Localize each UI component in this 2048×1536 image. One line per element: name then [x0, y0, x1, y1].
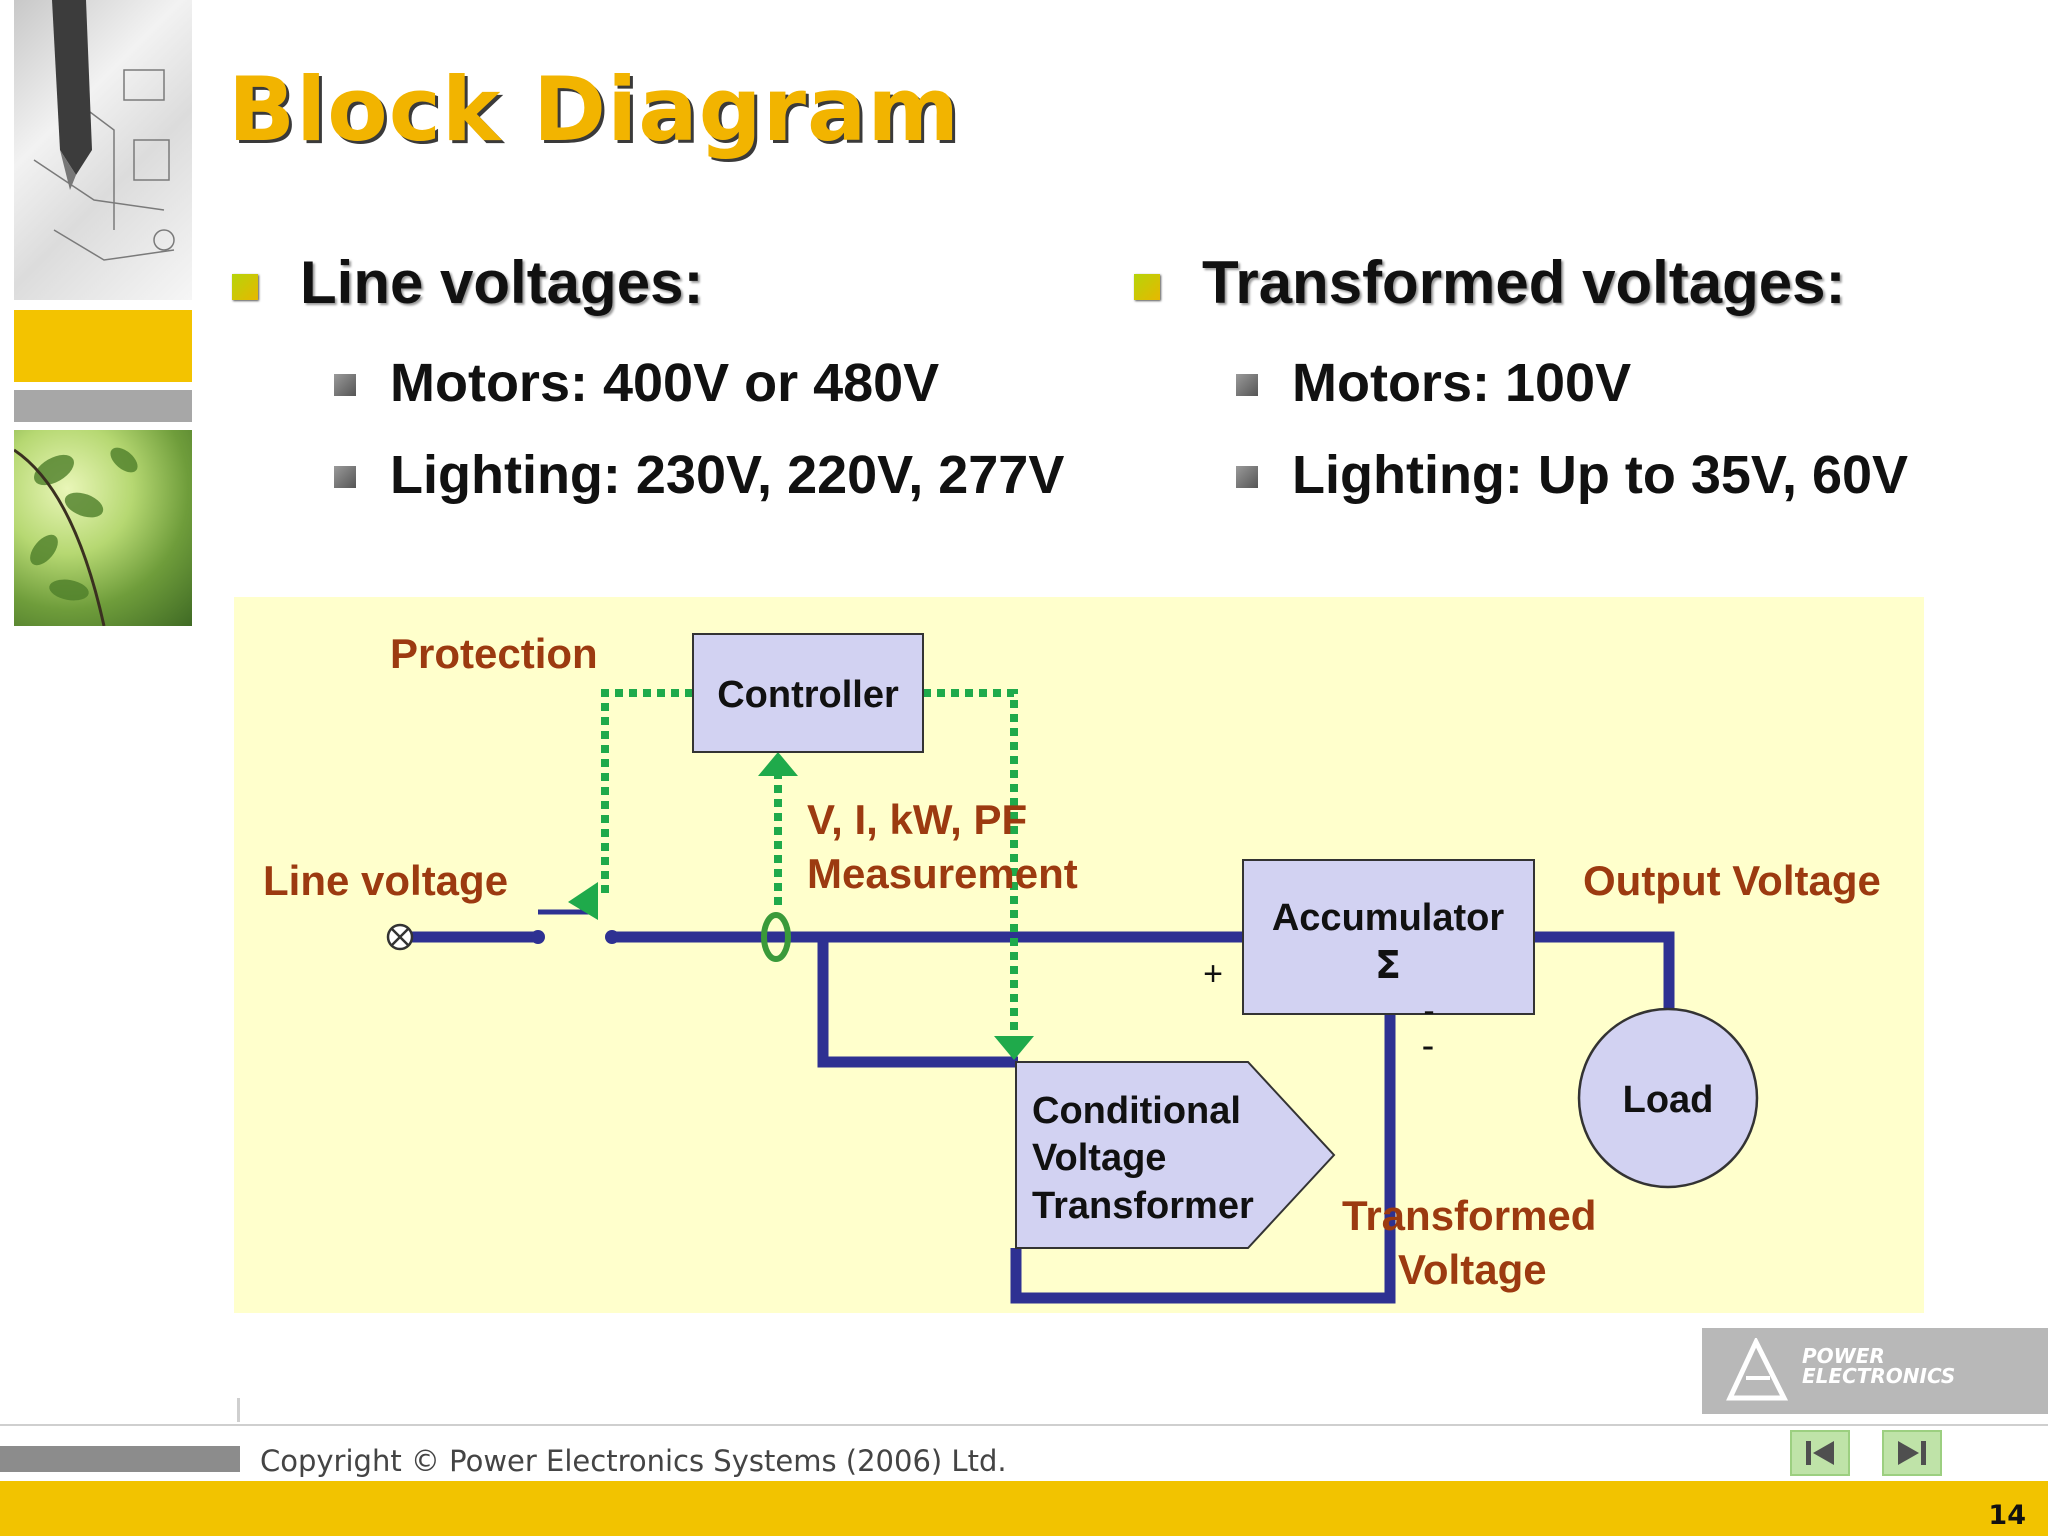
- cvt-label-line3: Transformer: [1032, 1185, 1254, 1227]
- plus-sign: +: [1203, 955, 1223, 993]
- control-signal: [923, 689, 1018, 1036]
- protection-signal: [601, 689, 693, 897]
- transformed-lighting-item: Lighting: Up to 35V, 60V: [1292, 445, 1909, 505]
- line-lighting-item: Lighting: 230V, 220V, 277V: [390, 445, 1065, 505]
- accumulator-block: [1242, 859, 1535, 1015]
- power-wires: [402, 931, 1675, 1304]
- blueprint-drawing: [33, 0, 175, 261]
- load-block: [1577, 1007, 1759, 1189]
- sub-bullet-icon: [1236, 374, 1258, 396]
- bullet-icon: [232, 274, 258, 300]
- skip-last-icon: [1898, 1441, 1926, 1465]
- footer-gray-bar: [0, 1446, 240, 1472]
- transformed-voltage-label-line2: Voltage: [1398, 1246, 1547, 1293]
- output-wire: [1533, 931, 1675, 1012]
- protection-switch: [531, 909, 619, 944]
- first-slide-button[interactable]: [1790, 1430, 1850, 1476]
- sidebar-gray-bar: [14, 390, 192, 422]
- leaves-drawing: [14, 447, 138, 626]
- last-slide-button[interactable]: [1882, 1430, 1942, 1476]
- logo-line1: POWER: [1802, 1344, 1885, 1368]
- controller-label: Controller: [717, 674, 899, 716]
- skip-first-icon: [1806, 1441, 1834, 1465]
- current-sensor-icon: [761, 912, 791, 962]
- output-voltage-label: Output Voltage: [1583, 857, 1881, 904]
- cvt-label-line2: Voltage: [1032, 1137, 1166, 1179]
- transformed-voltages-heading: Transformed voltages:: [1202, 249, 1846, 316]
- transformed-motors-item: Motors: 100V: [1292, 353, 1632, 413]
- logo-line2: ELECTRONICS: [1802, 1364, 1956, 1388]
- control-arrow-icon: [994, 1036, 1034, 1060]
- slide-title: Block Diagram: [228, 58, 961, 161]
- cvt-label-line1: Conditional: [1032, 1090, 1241, 1132]
- footer-divider: [0, 1424, 2048, 1426]
- footer-bar: [0, 1481, 2048, 1536]
- sidebar-yellow-bar: [14, 310, 192, 382]
- line-voltage-label: Line voltage: [263, 857, 508, 904]
- protection-label: Protection: [390, 630, 598, 677]
- cvt-block: [1015, 1061, 1336, 1249]
- sub-bullet-icon: [1236, 466, 1258, 488]
- bullet-icon: [1134, 274, 1160, 300]
- minus-sign: -: [1423, 992, 1434, 1030]
- minus-sign: -: [1422, 1025, 1435, 1067]
- line-voltages-heading: Line voltages:: [300, 249, 704, 316]
- transformed-return-wire: [1010, 1014, 1396, 1304]
- accumulator-label: Accumulator: [1272, 897, 1504, 939]
- company-logo: POWER ELECTRONICS: [1702, 1328, 2048, 1414]
- logo-text: POWER ELECTRONICS: [1802, 1346, 1955, 1386]
- measurement-label-line2: Measurement: [807, 850, 1078, 897]
- controller-block: [692, 633, 924, 753]
- blueprint-pen-image: [14, 0, 192, 300]
- copyright-text: Copyright © Power Electronics Systems (2…: [260, 1444, 1007, 1478]
- page-number: 14: [1988, 1500, 2026, 1531]
- transformed-voltage-label-line1: Transformed: [1342, 1192, 1596, 1239]
- input-terminal-icon: [386, 923, 414, 951]
- footer-divider-tick: [237, 1398, 240, 1422]
- line-motors-item: Motors: 400V or 480V: [390, 353, 940, 413]
- signal-lines: [601, 689, 1018, 1036]
- load-label: Load: [1623, 1079, 1714, 1121]
- sub-bullet-icon: [334, 374, 356, 396]
- sigma-symbol: Σ: [1375, 943, 1401, 987]
- measurement-label-line1: V, I, kW, PF: [807, 796, 1027, 843]
- signal-arrowheads: [568, 752, 1034, 1060]
- sub-bullet-icon: [334, 466, 356, 488]
- measurement-arrow-icon: [758, 752, 798, 776]
- cvt-feed-wire: [817, 937, 1018, 1068]
- power-electronics-logo-icon: [1726, 1338, 1789, 1401]
- protection-arrow-icon: [568, 882, 598, 920]
- green-leaves-image: [14, 430, 192, 626]
